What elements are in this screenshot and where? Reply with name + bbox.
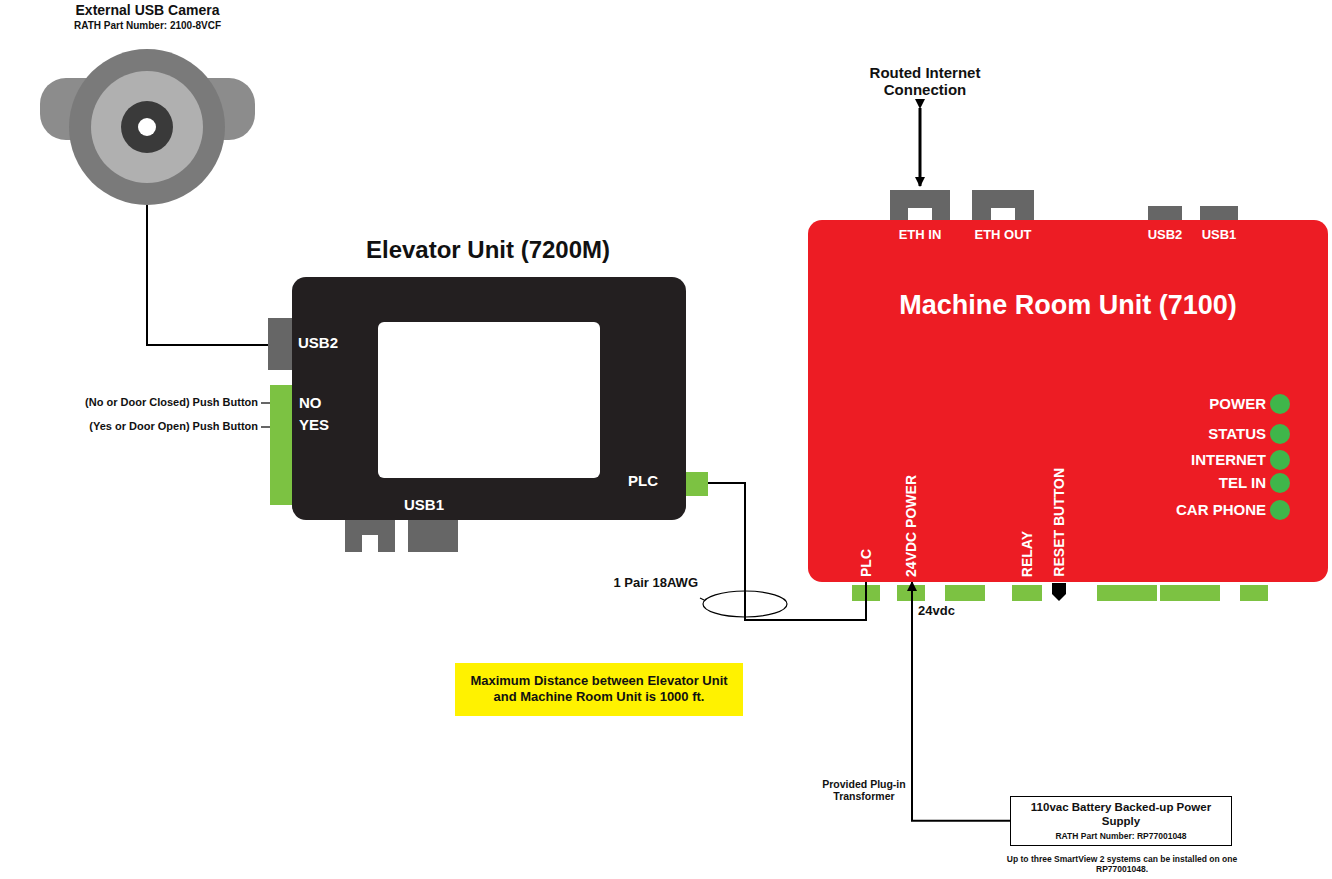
led-label: CAR PHONE xyxy=(1120,501,1266,518)
camera-node: External USB CameraRATH Part Number: 210… xyxy=(40,0,255,205)
ethernet-ports xyxy=(890,190,1034,222)
port-label: ETH IN xyxy=(880,228,960,243)
node-title: Maximum Distance between Elevator Unit a… xyxy=(467,673,731,706)
port-label: USB2 xyxy=(1140,228,1190,243)
voltage-label: 24vdc xyxy=(918,604,978,619)
leader-line xyxy=(700,598,704,600)
node-title: Machine Room Unit (7100) xyxy=(808,290,1328,321)
connector-label: 24VDC POWER xyxy=(903,475,919,577)
terminal-label: NO xyxy=(299,394,349,411)
port-label: USB1 xyxy=(1193,228,1245,243)
usb-camera xyxy=(40,49,255,205)
connector-label: RELAY xyxy=(1019,531,1035,577)
edge-label: Provided Plug-in Transformer xyxy=(820,778,908,802)
node-title: External USB Camera xyxy=(20,2,275,18)
wire-connector xyxy=(912,582,1010,821)
wire-connector xyxy=(147,205,268,345)
elevator-unit: Elevator Unit (7200M) xyxy=(268,236,708,556)
connection-label: Routed Internet Connection xyxy=(840,64,1010,99)
button-label: (No or Door Closed) Push Button xyxy=(2,396,258,409)
power-supply: 110vac Battery Backed-up Power SupplyRAT… xyxy=(1010,796,1232,846)
unit-housing xyxy=(292,277,686,520)
connector-label: RESET BUTTON xyxy=(1051,468,1067,577)
connector-label: PLC xyxy=(858,549,874,577)
node-subtitle: RATH Part Number: RP77001048 xyxy=(1017,831,1225,841)
led-label: STATUS xyxy=(1120,425,1266,442)
port-label: USB1 xyxy=(404,496,464,513)
node-title: 110vac Battery Backed-up Power Supply xyxy=(1017,801,1225,829)
node-title: Elevator Unit (7200M) xyxy=(268,236,708,264)
button-label: (Yes or Door Open) Push Button xyxy=(2,420,258,433)
reset-button xyxy=(1052,583,1066,601)
button-leaders xyxy=(261,403,270,427)
display-screen xyxy=(378,322,600,478)
led-label: TEL IN xyxy=(1120,474,1266,491)
edge-label: 1 Pair 18AWG xyxy=(596,576,698,591)
terminal-label: YES xyxy=(299,416,349,433)
port-label: ETH OUT xyxy=(958,228,1048,243)
led-label: POWER xyxy=(1120,395,1266,412)
status-leds xyxy=(1270,394,1290,520)
internet-arrow xyxy=(919,108,922,186)
distance-note: Maximum Distance between Elevator Unit a… xyxy=(455,663,743,716)
port-label: PLC xyxy=(628,472,678,489)
port-label: USB2 xyxy=(298,334,358,351)
led-label: INTERNET xyxy=(1120,451,1266,468)
node-subtitle: RATH Part Number: 2100-8VCF xyxy=(20,20,275,31)
footnote: Up to three SmartView 2 systems can be i… xyxy=(1004,855,1240,875)
